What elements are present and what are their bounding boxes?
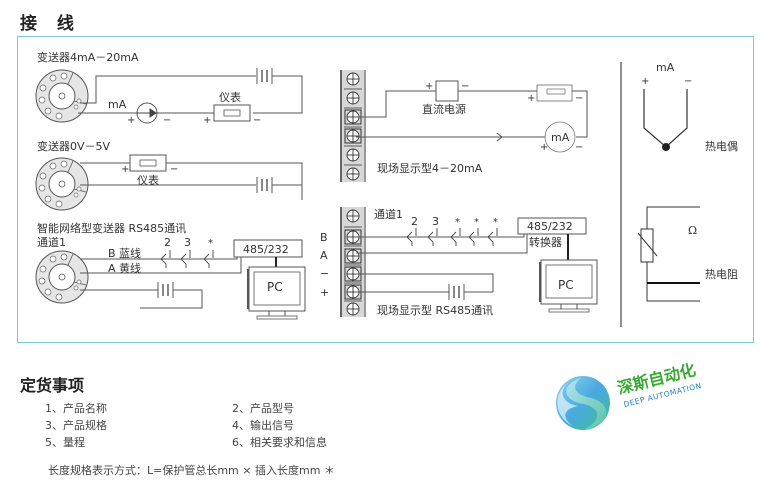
ammeter-label: mA	[108, 98, 127, 111]
transmitter-current-title: 变送器4mA－20mA	[37, 50, 139, 64]
converter-box	[517, 217, 587, 235]
thermocouple-unit: mA	[656, 61, 675, 74]
plus-sign: +	[121, 164, 129, 175]
order-item: 5、量程	[45, 436, 85, 449]
meter-label: 仪表	[219, 90, 241, 104]
channel-label: 通道1	[37, 235, 66, 249]
plus-sign: +	[203, 115, 211, 126]
tap-label: 2	[164, 236, 171, 249]
transmitter-current-icon	[35, 69, 89, 123]
tap-label: 3	[432, 215, 439, 228]
tap-label: 3	[184, 236, 191, 249]
plus-sign: +	[540, 142, 548, 153]
rtd-label: 热电阻	[705, 268, 738, 281]
converter-box	[233, 239, 303, 258]
terminal-label-a: A	[320, 249, 328, 262]
ordering-section-title: 定货事项	[20, 376, 85, 395]
terminal-label-plus: +	[320, 286, 329, 299]
length-spec-note: 长度规格表示方式：L=保护管总长mm × 插入长度mm ＊	[48, 464, 335, 477]
pc-label: PC	[267, 280, 283, 294]
minus-sign: −	[461, 81, 469, 92]
display-current-caption: 现场显示型4－20mA	[377, 161, 483, 175]
order-item: 6、相关要求和信息	[232, 436, 327, 449]
transmitter-voltage-icon	[35, 157, 89, 211]
order-item: 1、产品名称	[45, 402, 107, 415]
battery-icon	[256, 176, 273, 194]
battery-icon	[256, 67, 273, 85]
minus-sign: −	[575, 142, 583, 153]
wiring-section-title: 接 线	[20, 14, 74, 34]
company-logo: 深斯自动化 DEEP AUTOMATION	[556, 360, 703, 430]
minus-sign: −	[575, 93, 583, 104]
thermocouple-icon	[643, 89, 688, 148]
minus-sign: −	[170, 164, 178, 175]
order-item: 4、输出信号	[232, 419, 294, 432]
thermocouple-label: 热电偶	[705, 140, 738, 153]
rtd-unit: Ω	[688, 224, 697, 237]
plus-sign: +	[641, 76, 649, 87]
display-rs485-caption: 现场显示型 RS485通讯	[377, 303, 493, 317]
wiring-diagram-frame	[17, 36, 754, 343]
pc-label: PC	[558, 278, 574, 292]
plus-sign: +	[527, 93, 535, 104]
channel-label: 通道1	[374, 207, 403, 221]
meter-icon	[213, 104, 251, 122]
wire-a-label: A 黄线	[108, 261, 141, 275]
minus-sign: −	[253, 115, 261, 126]
tap-label: 2	[411, 215, 418, 228]
tap-label: *	[474, 217, 479, 228]
transmitter-voltage-title: 变送器0V－5V	[37, 139, 111, 153]
terminal-strip-current	[342, 70, 364, 183]
order-item: 2、产品型号	[232, 402, 294, 415]
battery-icon	[448, 283, 465, 301]
tap-label: *	[493, 217, 498, 228]
ammeter-icon	[544, 121, 576, 153]
meter-label: 仪表	[137, 173, 159, 187]
rtd-icon	[637, 206, 700, 302]
minus-sign: −	[163, 115, 171, 126]
terminal-label-minus: −	[320, 267, 329, 280]
converter-label: 485/232	[527, 220, 573, 233]
minus-sign: −	[684, 76, 692, 87]
logo-emblem-icon	[556, 376, 610, 430]
converter-caption: 转换器	[529, 235, 562, 249]
tap-label: *	[208, 238, 213, 249]
battery-icon	[157, 281, 174, 299]
ammeter-label: mA	[551, 131, 570, 144]
order-item: 3、产品规格	[45, 419, 107, 432]
dc-power-icon	[435, 80, 459, 102]
converter-label: 485/232	[243, 243, 289, 256]
terminal-strip-rs485	[342, 207, 364, 318]
wire-b-label: B 蓝线	[108, 246, 141, 260]
meter-icon	[129, 154, 167, 172]
plus-sign: +	[425, 81, 433, 92]
plus-sign: +	[127, 115, 135, 126]
tap-label: *	[455, 217, 460, 228]
dc-power-label: 直流电源	[422, 102, 466, 116]
terminal-label-b: B	[320, 231, 328, 244]
smart-transmitter-title: 智能网络型变送器 RS485通讯	[37, 221, 186, 235]
